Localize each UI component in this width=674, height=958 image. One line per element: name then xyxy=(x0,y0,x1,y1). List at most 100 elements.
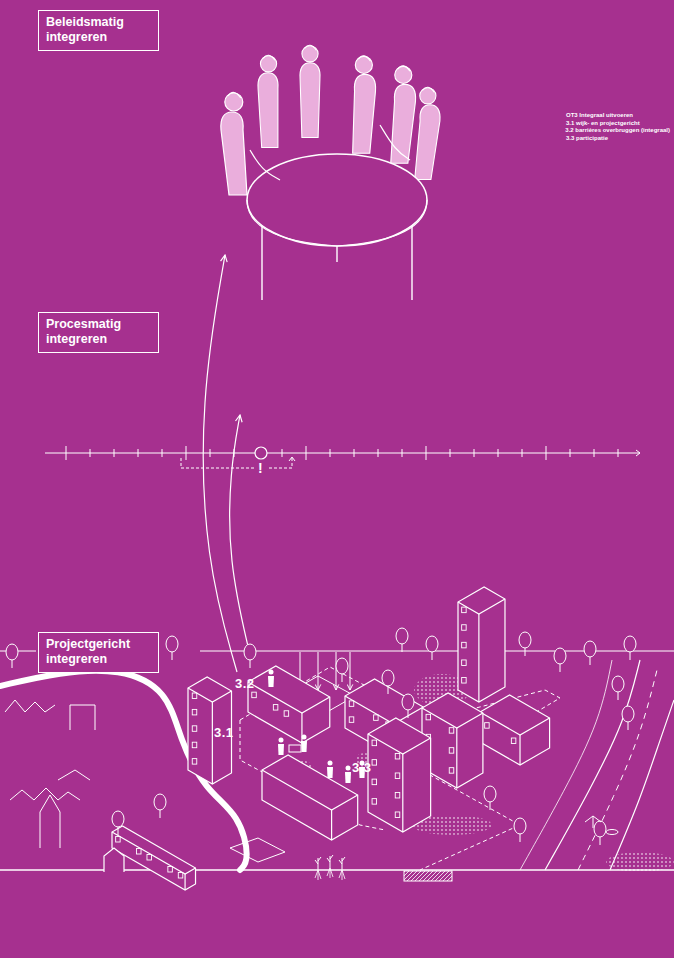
illustration-part xyxy=(112,811,124,827)
illustration-part xyxy=(450,449,451,457)
illustration-part xyxy=(545,660,640,870)
illustration-part xyxy=(402,449,403,457)
illustration-part xyxy=(252,692,257,698)
illustration-part xyxy=(66,446,67,460)
illustration-part xyxy=(192,726,197,732)
illustration-part xyxy=(330,449,331,457)
illustration-part xyxy=(186,446,187,460)
illustration-part xyxy=(279,738,284,743)
illustration-part xyxy=(449,768,454,774)
illustration-part xyxy=(570,449,571,457)
illustration-part xyxy=(339,870,345,880)
illustration-part xyxy=(520,660,612,870)
illustration-part xyxy=(302,46,318,62)
illustration-part xyxy=(255,447,267,459)
illustration-part xyxy=(402,694,414,710)
illustration-part xyxy=(578,670,657,870)
illustration-part xyxy=(138,449,139,457)
illustration-part xyxy=(594,821,606,837)
illustration-part xyxy=(402,754,403,832)
illustration-part xyxy=(426,636,438,652)
callout-number: 3.2 xyxy=(235,676,255,691)
illustration-part xyxy=(368,734,431,754)
illustration-part xyxy=(318,652,319,690)
illustration-part xyxy=(345,772,351,783)
section-box: Beleidsmatig integreren xyxy=(38,10,159,51)
illustration-part xyxy=(247,154,427,246)
illustration-part xyxy=(395,773,400,779)
illustration-part xyxy=(395,812,400,818)
illustration-part xyxy=(192,693,197,699)
legend-note: 3.1 wijk- en projectgericht xyxy=(566,120,640,127)
illustration-part xyxy=(5,700,55,712)
illustration-part xyxy=(480,695,550,765)
section-title: Projectgericht integreren xyxy=(46,637,150,667)
alert-mark: ! xyxy=(258,460,263,476)
illustration-part xyxy=(162,449,163,457)
illustration-part xyxy=(426,446,427,460)
illustration-part xyxy=(58,770,90,780)
illustration-part xyxy=(420,88,436,104)
illustration-part xyxy=(422,87,434,92)
illustration-part xyxy=(519,735,520,765)
illustration-part xyxy=(90,449,91,457)
illustration-part xyxy=(284,711,289,717)
illustration-part xyxy=(258,73,278,148)
illustration-part xyxy=(449,728,454,734)
illustration-part xyxy=(462,625,467,631)
illustration-part xyxy=(192,759,197,765)
illustration-part xyxy=(178,873,183,879)
illustration-part xyxy=(261,220,262,300)
illustration-part xyxy=(391,84,416,163)
illustration-part xyxy=(391,66,416,163)
illustration-part xyxy=(336,652,337,690)
illustration-part xyxy=(484,786,496,802)
illustration-part xyxy=(230,415,250,655)
illustration-part xyxy=(289,457,295,461)
illustration-part xyxy=(449,748,454,754)
illustration-part xyxy=(278,744,284,755)
illustration-part xyxy=(137,849,142,855)
illustration-part xyxy=(192,742,197,748)
illustration-part xyxy=(302,735,307,740)
illustration-part xyxy=(372,779,377,785)
section-box: Procesmatig integreren xyxy=(38,312,159,353)
section-title: Procesmatig integreren xyxy=(46,317,150,347)
illustration-part xyxy=(554,648,566,664)
illustration-part xyxy=(327,855,333,862)
illustration-part xyxy=(458,599,505,614)
illustration-part xyxy=(612,676,624,692)
illustration-part xyxy=(336,245,337,262)
illustration-part xyxy=(221,112,247,195)
illustration-part xyxy=(354,449,355,457)
illustration-part xyxy=(382,670,394,686)
illustration-part xyxy=(462,642,467,648)
legend-note: 3.2 barrières overbruggen (integraal) xyxy=(565,127,670,134)
illustration-part xyxy=(269,670,274,675)
illustration-part xyxy=(327,868,333,878)
illustration-part xyxy=(147,855,152,861)
illustration-part xyxy=(258,55,278,147)
illustration-part xyxy=(456,728,457,788)
illustration-part xyxy=(168,867,173,873)
illustration-part xyxy=(584,641,596,657)
illustration-part xyxy=(45,453,640,454)
illustration-part xyxy=(230,838,285,862)
illustration-part xyxy=(546,446,547,460)
section-title: Beleidsmatig integreren xyxy=(46,15,150,45)
callout-number: 3.3 xyxy=(352,760,372,775)
illustration-part xyxy=(154,794,166,810)
illustration-part xyxy=(395,792,400,798)
illustration-part xyxy=(404,871,452,881)
illustration-part xyxy=(514,818,526,834)
illustration-part xyxy=(262,770,358,810)
illustration-part xyxy=(498,449,499,457)
illustration-part xyxy=(358,56,370,61)
illustration-part xyxy=(200,651,674,652)
illustration-part xyxy=(104,848,124,872)
illustration-part xyxy=(250,150,280,180)
illustration-part xyxy=(166,636,178,652)
illustration-part xyxy=(594,449,595,457)
illustration-part xyxy=(606,852,674,872)
